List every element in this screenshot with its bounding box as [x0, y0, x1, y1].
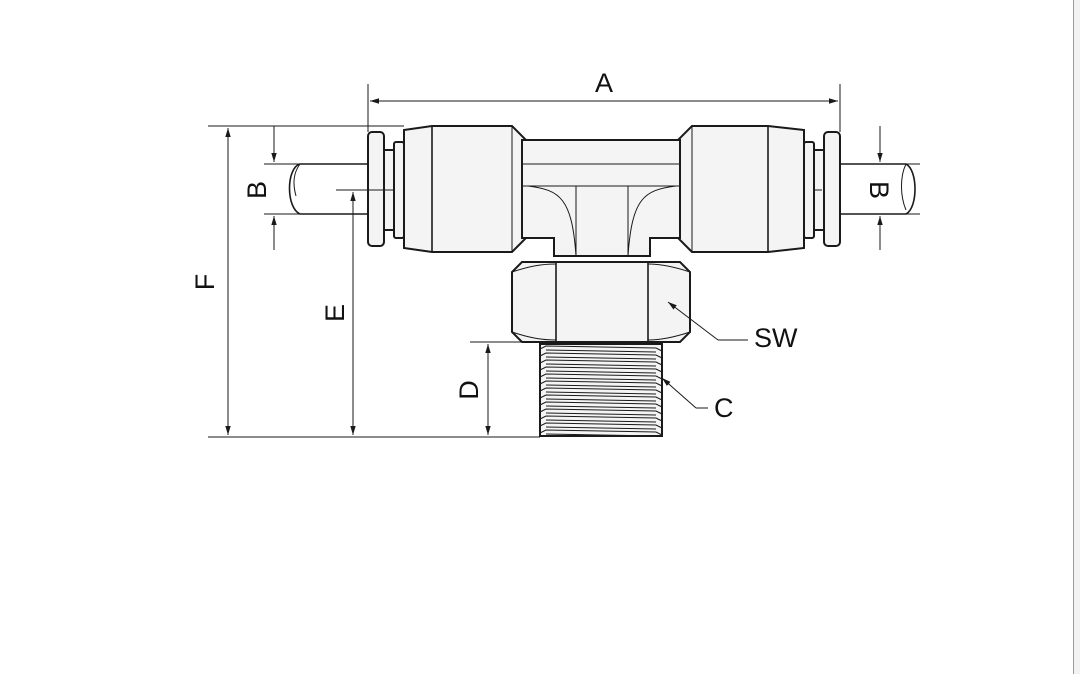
- thread-crest: [539, 373, 663, 380]
- dim-label-e: E: [320, 304, 350, 322]
- left-tube: [288, 163, 368, 215]
- thread-crest: [539, 387, 663, 394]
- leader-sw: SW: [667, 301, 798, 353]
- dimension-e: E: [320, 189, 386, 435]
- thread-crest: [539, 380, 663, 387]
- dimension-b-left: B: [242, 126, 300, 250]
- dim-label-d: D: [454, 380, 484, 400]
- thread-root: [545, 412, 657, 416]
- label-sw: SW: [754, 323, 798, 353]
- dim-label-b-right: B: [864, 181, 894, 199]
- dimension-f: F: [190, 125, 540, 438]
- dim-label-a: A: [595, 68, 613, 98]
- tee-center: [521, 139, 681, 257]
- thread-root: [545, 419, 657, 423]
- dimension-b-right: B: [864, 126, 920, 250]
- thread-root: [545, 426, 657, 430]
- left-collet: [367, 131, 405, 247]
- dimension-d: D: [454, 341, 540, 435]
- thread-crest: [539, 422, 663, 429]
- thread-root: [545, 349, 657, 353]
- thread-root: [545, 405, 657, 409]
- thread-crest: [539, 345, 663, 352]
- left-body: [403, 125, 527, 253]
- thread-crest: [539, 359, 663, 366]
- thread-root: [545, 370, 657, 374]
- window-edge: [1073, 0, 1080, 674]
- right-tube: [840, 163, 916, 215]
- thread-root: [545, 398, 657, 402]
- threaded-shank: [539, 343, 663, 437]
- thread-root: [545, 356, 657, 360]
- leader-c: C: [661, 377, 734, 423]
- right-body: [677, 125, 805, 253]
- label-c: C: [714, 393, 734, 423]
- thread-crest: [539, 366, 663, 373]
- dimension-a: A: [367, 68, 841, 132]
- thread-crest: [539, 408, 663, 415]
- thread-root: [545, 363, 657, 367]
- thread-crest: [539, 352, 663, 359]
- thread-crest: [539, 401, 663, 408]
- thread-root: [545, 377, 657, 381]
- thread-crest: [539, 394, 663, 401]
- dim-label-f: F: [190, 274, 220, 291]
- thread-crest: [539, 429, 663, 436]
- thread-root: [545, 433, 657, 437]
- thread-root: [545, 391, 657, 395]
- right-collet: [803, 131, 841, 247]
- dim-label-b-left: B: [242, 181, 272, 199]
- thread-crest: [539, 415, 663, 422]
- thread-root: [545, 384, 657, 388]
- hex-nut: [511, 261, 691, 343]
